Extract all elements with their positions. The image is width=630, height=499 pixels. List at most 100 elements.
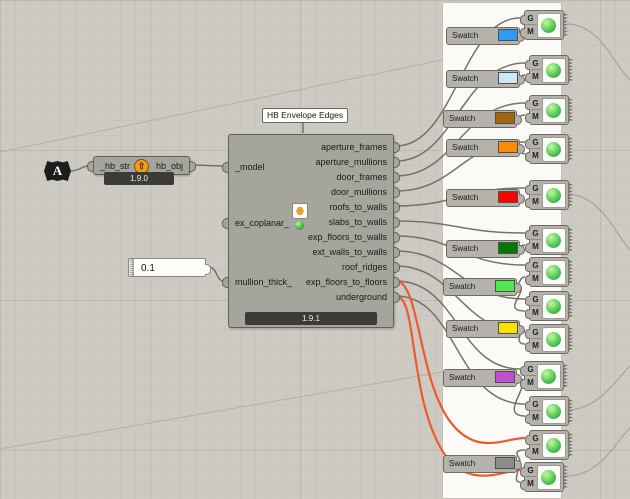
swatch-component[interactable]: Swatch xyxy=(446,240,520,258)
geometry-pin[interactable]: G xyxy=(525,365,536,375)
swatch-color[interactable] xyxy=(495,280,515,292)
honeybee-hex-icon xyxy=(296,207,304,215)
custom-preview-component[interactable]: GM xyxy=(529,291,569,321)
preview-icon xyxy=(537,364,561,389)
pin-divider xyxy=(531,444,541,445)
geometry-pin[interactable]: G xyxy=(530,229,541,239)
swatch-color[interactable] xyxy=(495,457,515,469)
sphere-icon xyxy=(541,18,556,33)
output-aperture-frames[interactable]: aperture_frames xyxy=(321,142,387,152)
output-roof-ridges[interactable]: roof_ridges xyxy=(342,262,387,272)
swatch-label: Swatch xyxy=(449,459,475,469)
model-param[interactable]: A xyxy=(44,161,71,181)
output-hb-obj[interactable]: hb_obj xyxy=(156,161,183,171)
input-hb-str[interactable]: _hb_str xyxy=(100,161,130,171)
output-aperture-mullions[interactable]: aperture_mullions xyxy=(315,157,387,167)
swatch-label: Swatch xyxy=(452,324,478,334)
output-door-frames[interactable]: door_frames xyxy=(336,172,387,182)
swatch-color[interactable] xyxy=(498,322,518,334)
swatch-label: Swatch xyxy=(452,193,478,203)
swatch-component[interactable]: Swatch xyxy=(443,278,517,296)
swatch-color[interactable] xyxy=(498,242,518,254)
preview-icon xyxy=(542,58,566,83)
swatch-component[interactable]: Swatch xyxy=(446,189,520,207)
output-roofs-to-walls[interactable]: roofs_to_walls xyxy=(329,202,387,212)
material-pin[interactable]: M xyxy=(530,341,541,351)
pin-divider xyxy=(526,24,536,25)
custom-preview-component[interactable]: GM xyxy=(524,361,564,391)
output-ext-walls-to-walls[interactable]: ext_walls_to_walls xyxy=(312,247,387,257)
geometry-pin[interactable]: G xyxy=(530,99,541,109)
material-pin[interactable]: M xyxy=(530,274,541,284)
swatch-color[interactable] xyxy=(498,72,518,84)
swatch-color[interactable] xyxy=(495,112,515,124)
material-pin[interactable]: M xyxy=(530,72,541,82)
swatch-component[interactable]: Swatch xyxy=(446,27,520,45)
material-pin[interactable]: M xyxy=(530,308,541,318)
geometry-pin[interactable]: G xyxy=(530,261,541,271)
swatch-component[interactable]: Swatch xyxy=(443,455,517,473)
material-pin[interactable]: M xyxy=(525,378,536,388)
custom-preview-component[interactable]: GM xyxy=(529,396,569,426)
custom-preview-component[interactable]: GM xyxy=(529,180,569,210)
custom-preview-component[interactable]: GM xyxy=(524,462,564,492)
material-pin[interactable]: M xyxy=(530,151,541,161)
input-ex-coplanar[interactable]: ex_coplanar_ xyxy=(235,218,289,228)
geometry-pin[interactable]: G xyxy=(530,328,541,338)
material-pin[interactable]: M xyxy=(530,112,541,122)
sphere-icon xyxy=(546,188,561,203)
swatch-color[interactable] xyxy=(498,29,518,41)
custom-preview-component[interactable]: GM xyxy=(524,10,564,40)
geometry-pin[interactable]: G xyxy=(525,466,536,476)
material-pin[interactable]: M xyxy=(525,479,536,489)
swatch-color[interactable] xyxy=(498,191,518,203)
preview-icon xyxy=(542,433,566,458)
swatch-color[interactable] xyxy=(498,141,518,153)
custom-preview-component[interactable]: GM xyxy=(529,430,569,460)
geometry-pin[interactable]: G xyxy=(530,295,541,305)
custom-preview-component[interactable]: GM xyxy=(529,225,569,255)
swatch-component[interactable]: Swatch xyxy=(446,70,520,88)
model-param-label: A xyxy=(53,163,62,178)
output-exp-floors-to-walls[interactable]: exp_floors_to_walls xyxy=(308,232,387,242)
geometry-pin[interactable]: G xyxy=(530,400,541,410)
geometry-pin[interactable]: G xyxy=(530,138,541,148)
custom-preview-component[interactable]: GM xyxy=(529,324,569,354)
component-name-tag[interactable]: HB Envelope Edges xyxy=(262,108,348,123)
swatch-component[interactable]: Swatch xyxy=(446,320,520,338)
swatch-color[interactable] xyxy=(495,371,515,383)
custom-preview-component[interactable]: GM xyxy=(529,257,569,287)
output-underground[interactable]: underground xyxy=(336,292,387,302)
swatch-component[interactable]: Swatch xyxy=(443,110,517,128)
material-pin[interactable]: M xyxy=(525,27,536,37)
custom-preview-component[interactable]: GM xyxy=(529,134,569,164)
material-pin[interactable]: M xyxy=(530,413,541,423)
geometry-pin[interactable]: G xyxy=(530,184,541,194)
sphere-icon xyxy=(546,103,561,118)
geometry-pin[interactable]: G xyxy=(530,59,541,69)
custom-preview-component[interactable]: GM xyxy=(529,95,569,125)
pin-divider xyxy=(531,271,541,272)
material-pin[interactable]: M xyxy=(530,197,541,207)
geometry-pin[interactable]: G xyxy=(525,14,536,24)
output-door-mullions[interactable]: door_mullions xyxy=(331,187,387,197)
swatch-component[interactable]: Swatch xyxy=(446,139,520,157)
background-line xyxy=(0,372,442,449)
geometry-pin[interactable]: G xyxy=(530,434,541,444)
input-mullion-thick[interactable]: mullion_thick_ xyxy=(235,277,292,287)
hb-envelope-edges-component[interactable]: _model ex_coplanar_ mullion_thick_ apert… xyxy=(228,134,394,328)
output-slabs-to-walls[interactable]: slabs_to_walls xyxy=(328,217,387,227)
pin-divider xyxy=(531,410,541,411)
material-pin[interactable]: M xyxy=(530,447,541,457)
preview-icon xyxy=(542,137,566,162)
swatch-label: Swatch xyxy=(452,143,478,153)
custom-preview-component[interactable]: GM xyxy=(529,55,569,85)
number-panel[interactable]: 0.1 xyxy=(128,258,206,277)
sphere-icon xyxy=(546,299,561,314)
output-exp-floors-to-floors[interactable]: exp_floors_to_floors xyxy=(306,277,387,287)
swatch-component[interactable]: Swatch xyxy=(443,369,517,387)
version-badge: 1.9.1 xyxy=(245,312,377,325)
material-pin[interactable]: M xyxy=(530,242,541,252)
input-model[interactable]: _model xyxy=(235,162,265,172)
